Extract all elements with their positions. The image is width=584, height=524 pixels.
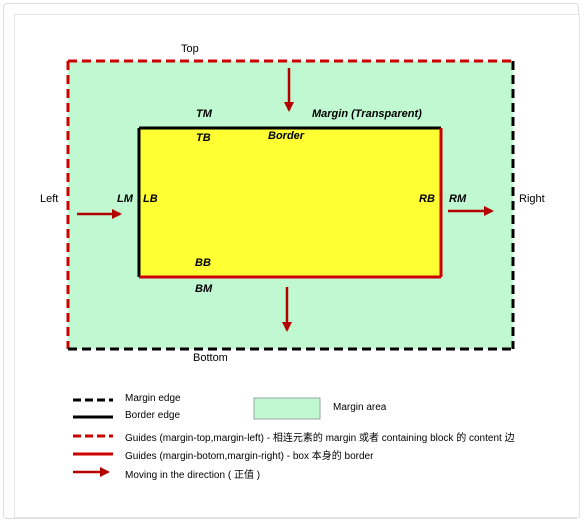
- legend-guides-bottom-right-label: Guides (margin-botom,margin-right) - box…: [125, 451, 374, 462]
- label-margin-transparent: Margin (Transparent): [312, 108, 422, 120]
- legend-moving-label: Moving in the direction ( 正值 ): [125, 470, 261, 481]
- label-bb: BB: [195, 257, 211, 269]
- label-bm: BM: [195, 283, 213, 295]
- legend-margin-area-swatch: [253, 397, 321, 420]
- label-left: Left: [40, 193, 59, 205]
- content-area: [139, 128, 441, 277]
- label-lb: LB: [143, 193, 158, 205]
- label-bottom: Bottom: [193, 352, 228, 364]
- legend-margin-area-label: Margin area: [333, 402, 387, 413]
- label-tb: TB: [196, 132, 211, 144]
- label-right: Right: [519, 193, 545, 205]
- legend-margin-edge-label: Margin edge: [125, 393, 181, 404]
- label-rb: RB: [419, 193, 435, 205]
- label-border: Border: [268, 130, 305, 142]
- label-tm: TM: [196, 108, 212, 120]
- label-top: Top: [181, 43, 199, 55]
- legend-guides-top-left-label: Guides (margin-top,margin-left) - 相连元素的 …: [125, 433, 515, 444]
- label-rm: RM: [449, 193, 467, 205]
- label-lm: LM: [117, 193, 133, 205]
- legend-border-edge-label: Border edge: [125, 410, 181, 421]
